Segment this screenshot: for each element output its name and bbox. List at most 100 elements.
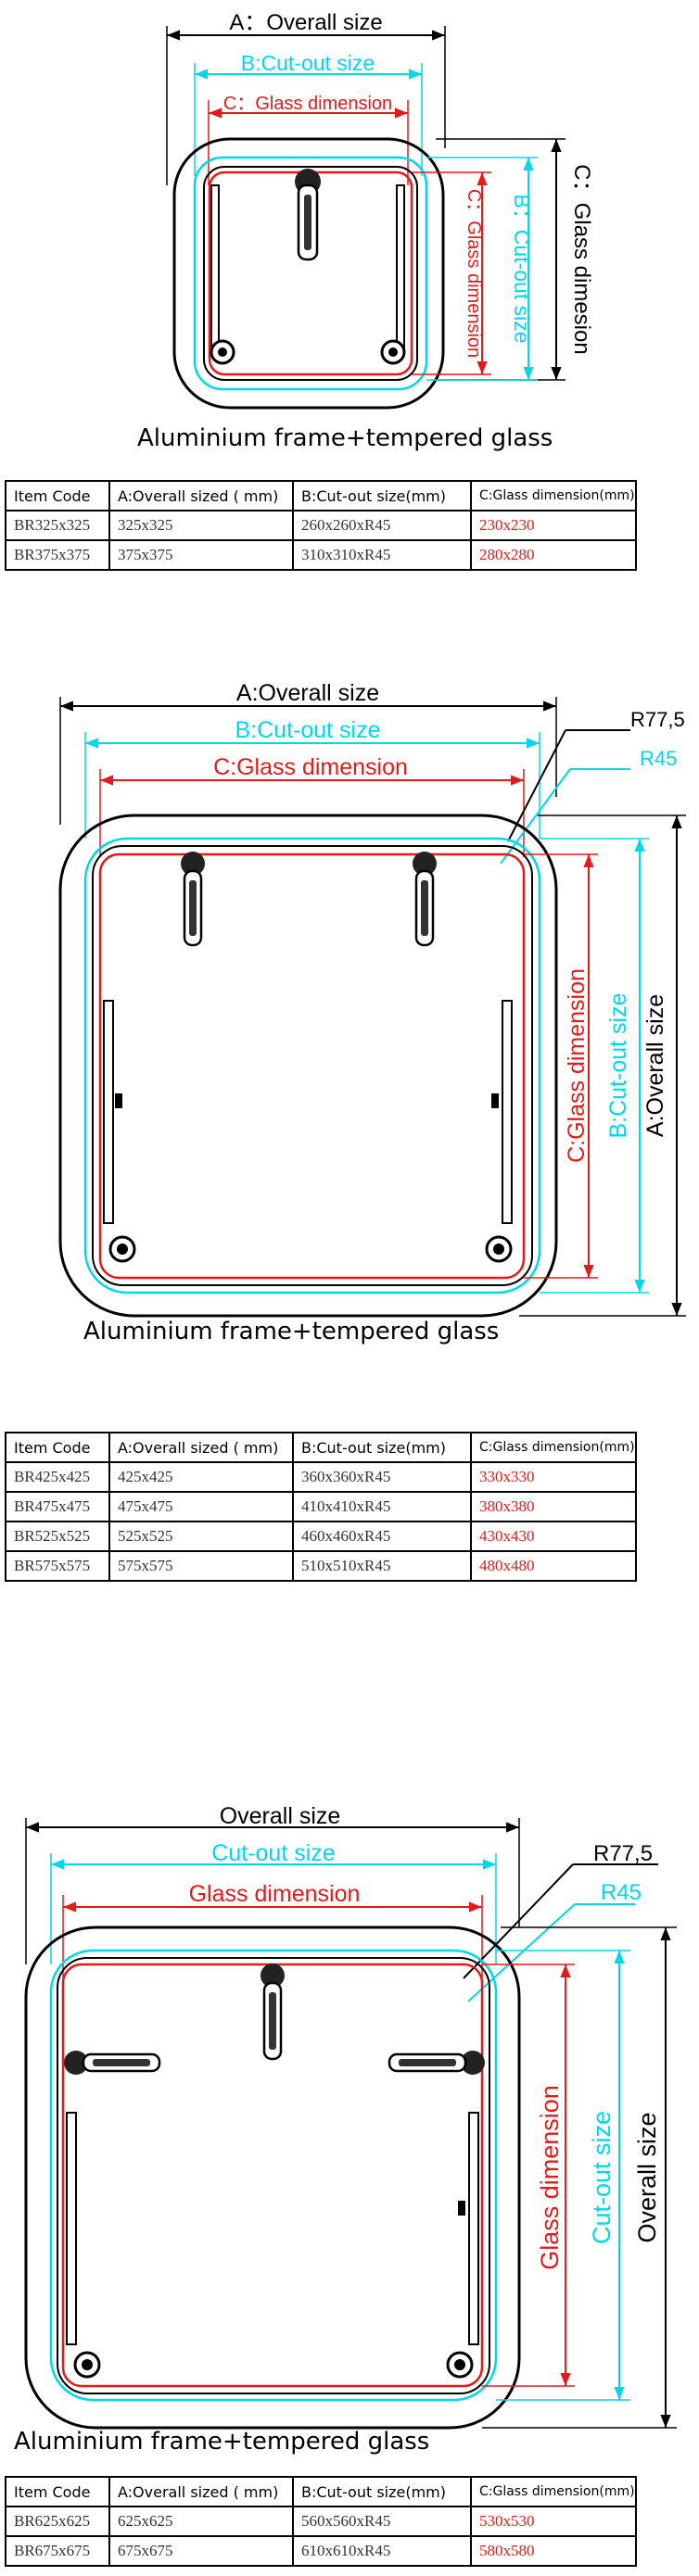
hinge-right	[380, 184, 406, 365]
cell-item-code: BR375x375	[5, 539, 110, 571]
cutout-size-label: B:Cut-out size	[241, 51, 375, 75]
cell-item-code: BR625x625	[5, 2506, 110, 2537]
cell-glass: 330x330	[470, 1461, 637, 1493]
col-header-overall: A:Overall sized ( mm)	[108, 480, 294, 511]
table-header-row: Item Code A:Overall sized ( mm) B:Cut-ou…	[5, 2476, 637, 2507]
diagram-caption: Aluminium frame+tempered glass	[83, 1318, 500, 1345]
glass-dimension-label: C:Glass dimension	[213, 754, 408, 780]
cell-cutout: 410x410xR45	[292, 1491, 472, 1522]
diagram-caption: Aluminium frame+tempered glass	[14, 2428, 430, 2456]
cell-glass: 280x280	[470, 539, 637, 571]
latch-handle-left	[181, 852, 205, 947]
hinge-left	[66, 2112, 101, 2379]
col-header-item-code: Item Code	[5, 480, 110, 511]
cell-overall: 525x525	[108, 1521, 294, 1552]
spec-table: Item Code A:Overall sized ( mm) B:Cut-ou…	[5, 2476, 637, 2567]
glass-outline	[98, 852, 526, 1280]
cell-glass: 480x480	[470, 1550, 637, 1582]
latch-handle-right	[388, 2051, 485, 2075]
cell-overall: 575x575	[108, 1550, 294, 1582]
table-row: BR675x675 675x675 610x610xR45 580x580	[5, 2535, 637, 2567]
cell-item-code: BR525x525	[5, 1521, 110, 1552]
radius-outer-label: R77,5	[593, 1841, 653, 1866]
table-row: BR625x625 625x625 560x560xR45 530x530	[5, 2506, 637, 2537]
cutout-height-label: B：Cut-out size	[510, 194, 534, 343]
glass-height-label: Glass dimension	[536, 2085, 564, 2270]
col-header-cutout: B:Cut-out size(mm)	[292, 1432, 472, 1463]
overall-size-label: Overall size	[220, 1803, 341, 1829]
cutout-height-label: B:Cut-out size	[605, 992, 631, 1138]
cell-item-code: BR675x675	[5, 2535, 110, 2567]
col-header-cutout: B:Cut-out size(mm)	[292, 480, 472, 511]
cell-cutout: 610x610xR45	[292, 2535, 472, 2567]
cell-glass: 580x580	[470, 2535, 637, 2567]
spec-table: Item Code A:Overall sized ( mm) B:Cut-ou…	[5, 1432, 637, 1582]
cell-cutout: 510x510xR45	[292, 1550, 472, 1582]
col-header-glass: C:Glass dimension(mm)	[470, 1432, 637, 1463]
hatch-section-1: A：Overall size B:Cut-out size C：Glass di…	[0, 0, 699, 593]
outer-frame	[172, 137, 445, 410]
cell-overall: 675x675	[108, 2535, 294, 2567]
table-row: BR425x425 425x425 360x360xR45 330x330	[5, 1461, 637, 1493]
cell-cutout: 310x310xR45	[292, 539, 472, 571]
cell-overall: 425x425	[108, 1461, 294, 1493]
cell-cutout: 360x360xR45	[292, 1461, 472, 1493]
overall-height-label: C：Glass dimesion	[569, 164, 594, 354]
col-header-glass: C:Glass dimension(mm)	[470, 2476, 637, 2507]
table-row: BR525x525 525x525 460x460xR45 430x430	[5, 1521, 637, 1552]
spec-table: Item Code A:Overall sized ( mm) B:Cut-ou…	[5, 480, 637, 571]
table-row: BR375x375 375x375 310x310xR45 280x280	[5, 539, 637, 571]
cell-cutout: 260x260xR45	[292, 510, 472, 541]
hinge-right	[446, 2112, 479, 2379]
cell-item-code: BR325x325	[5, 510, 110, 541]
hatch-section-2: A:Overall size B:Cut-out size C:Glass di…	[0, 649, 699, 1622]
hinge-right	[485, 1000, 513, 1263]
hinge-left	[103, 1000, 136, 1263]
table-header-row: Item Code A:Overall sized ( mm) B:Cut-ou…	[5, 1432, 637, 1463]
hatch-diagram-3: Overall size Cut-out size Glass dimensio…	[24, 1803, 677, 2430]
cell-cutout: 460x460xR45	[292, 1521, 472, 1552]
hatch-section-3: Overall size Cut-out size Glass dimensio…	[0, 1779, 699, 2576]
cell-item-code: BR475x475	[5, 1491, 110, 1522]
col-header-glass: C:Glass dimension(mm)	[470, 480, 637, 511]
glass-height-label: C：Glass dimension	[464, 189, 484, 358]
hinge-left	[210, 184, 235, 365]
outer-frame	[58, 814, 558, 1318]
glass-dimension-label: Glass dimension	[189, 1881, 361, 1907]
cutout-outline	[193, 156, 428, 391]
hatch-diagram-2: A:Overall size B:Cut-out size C:Glass di…	[58, 680, 686, 1318]
overall-height-label: Overall size	[633, 2112, 661, 2242]
table-row: BR475x475 475x475 410x410xR45 380x380	[5, 1491, 637, 1522]
overall-size-label: A：Overall size	[229, 10, 382, 35]
overall-size-label: A:Overall size	[236, 680, 379, 706]
cutout-height-label: Cut-out size	[588, 2111, 616, 2244]
cutout-outline	[49, 1949, 498, 2402]
cell-overall: 325x325	[108, 510, 294, 541]
cell-glass: 230x230	[470, 510, 637, 541]
radius-inner-label: R45	[601, 1880, 642, 1905]
col-header-item-code: Item Code	[5, 1432, 110, 1463]
cell-glass: 380x380	[470, 1491, 637, 1522]
table-row: BR325x325 325x325 260x260xR45 230x230	[5, 510, 637, 541]
radius-inner-label: R45	[640, 747, 677, 770]
glass-dimension-label: C：Glass dimension	[223, 94, 392, 114]
cell-overall: 625x625	[108, 2506, 294, 2537]
col-header-cutout: B:Cut-out size(mm)	[292, 2476, 472, 2507]
cell-overall: 475x475	[108, 1491, 294, 1522]
outer-frame	[24, 1926, 521, 2430]
cutout-size-label: B:Cut-out size	[235, 717, 380, 743]
cell-item-code: BR425x425	[5, 1461, 110, 1493]
latch-handle-left	[64, 2051, 161, 2075]
col-header-item-code: Item Code	[5, 2476, 110, 2507]
cell-glass: 430x430	[470, 1521, 637, 1552]
overall-height-label: A:Overall size	[642, 994, 668, 1137]
latch-handle-top	[261, 1964, 285, 2061]
latch-handle	[295, 169, 321, 261]
diagram-caption: Aluminium frame+tempered glass	[137, 424, 553, 452]
cell-cutout: 560x560xR45	[292, 2506, 472, 2537]
col-header-overall: A:Overall sized ( mm)	[108, 1432, 294, 1463]
hatch-diagram-1: A：Overall size B:Cut-out size C：Glass di…	[166, 10, 594, 410]
table-row: BR575x575 575x575 510x510xR45 480x480	[5, 1550, 637, 1582]
cell-overall: 375x375	[108, 539, 294, 571]
cell-glass: 530x530	[470, 2506, 637, 2537]
